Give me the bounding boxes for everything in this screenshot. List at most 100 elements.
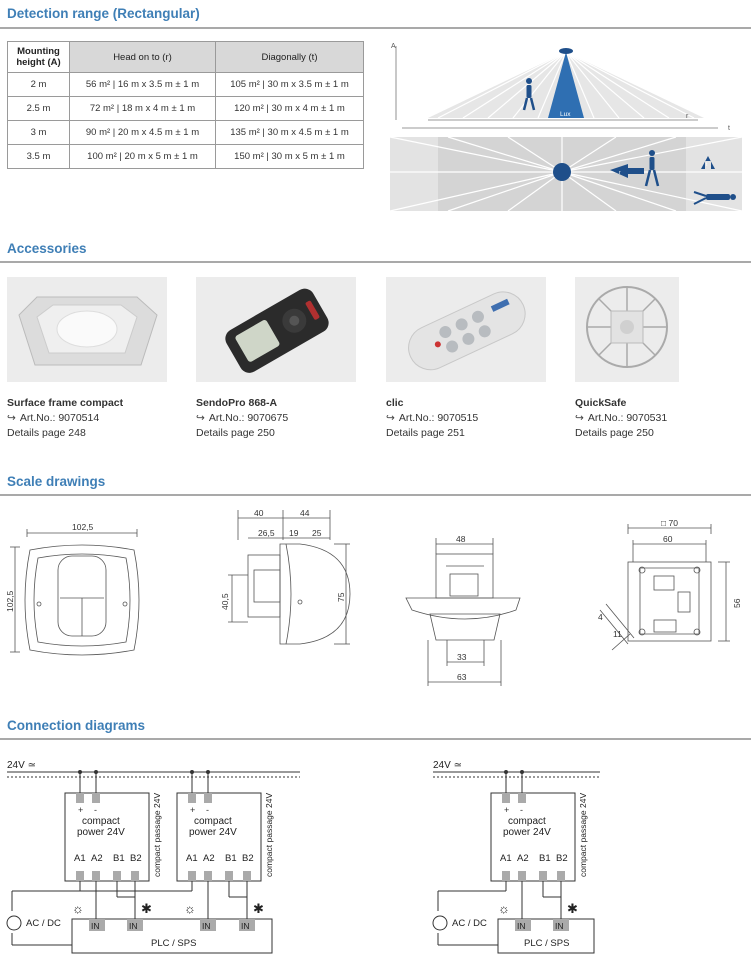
presence-icon: ✱	[567, 901, 578, 916]
module-label: power 24V	[503, 827, 551, 838]
detection-title: Detection range (Rectangular)	[7, 6, 200, 21]
dim-label: 44	[300, 508, 310, 518]
label-t: t	[728, 125, 730, 132]
table-cell: 135 m² | 30 m x 4.5 m ± 1 m	[215, 120, 364, 145]
svg-text:A2: A2	[203, 853, 215, 864]
svg-text:B2: B2	[130, 853, 142, 864]
table-cell: 150 m² | 30 m x 5 m ± 1 m	[215, 144, 364, 169]
label-r: r	[686, 113, 689, 120]
table-cell: 90 m² | 20 m x 4.5 m ± 1 m	[69, 120, 216, 145]
svg-text:t: t	[706, 162, 708, 168]
presence-icon: ✱	[253, 901, 264, 916]
svg-text:IN: IN	[129, 921, 138, 931]
accessory-art-number: ↪Art.No.: 9070675	[196, 412, 289, 424]
sendopro-image	[196, 277, 356, 382]
table-row: 2 m 56 m² | 16 m x 3.5 m ± 1 m 105 m² | …	[7, 72, 364, 97]
arrow-return-icon: ↪	[196, 412, 205, 424]
accessory-item: QuickSafe ↪Art.No.: 9070531 Details page…	[575, 277, 751, 439]
svg-text:+: +	[190, 805, 195, 815]
presence-icon: ✱	[141, 901, 152, 916]
module-label: compact	[508, 816, 546, 827]
table-cell: 100 m² | 20 m x 5 m ± 1 m	[69, 144, 216, 169]
accessory-item: Surface frame compact ↪Art.No.: 9070514 …	[7, 277, 187, 439]
table-cell: 2 m	[7, 72, 70, 97]
surface-frame-image	[7, 277, 167, 382]
dim-label: 40,5	[220, 593, 230, 610]
connection-diagrams: 24V ≃ + - compact power 24V A1 A2 B1 B2 …	[6, 760, 600, 954]
light-icon: ☼	[184, 901, 196, 916]
table-cell: 105 m² | 30 m x 3.5 m ± 1 m	[215, 72, 364, 97]
dim-label: 48	[456, 534, 466, 544]
label-lux: Lux	[560, 111, 571, 118]
scale-drawings: 102,5 102,5 40 44 26,5 19 25 40,5 75 48 …	[5, 508, 742, 686]
svg-text:A1: A1	[74, 853, 86, 864]
table-cell: 3.5 m	[7, 144, 70, 169]
accessory-details: Details page 250	[196, 427, 275, 439]
plc-label: PLC / SPS	[524, 938, 569, 949]
svg-text:B2: B2	[556, 853, 568, 864]
module-label: compact	[82, 816, 120, 827]
svg-text:+: +	[78, 805, 83, 815]
detection-diagram: A Lux r t r t	[389, 43, 743, 212]
clic-remote-image	[386, 277, 546, 382]
svg-text:-: -	[520, 805, 523, 815]
accessory-details: Details page 250	[575, 427, 654, 439]
svg-text:B1: B1	[225, 853, 237, 864]
svg-text:B1: B1	[113, 853, 125, 864]
svg-text:IN: IN	[202, 921, 211, 931]
svg-text:B2: B2	[242, 853, 254, 864]
svg-text:r: r	[619, 170, 621, 176]
svg-text:A1: A1	[186, 853, 198, 864]
accessory-art-number: ↪Art.No.: 9070531	[575, 412, 668, 424]
svg-text:-: -	[94, 805, 97, 815]
dim-label: 26,5	[258, 528, 275, 538]
acdc-label: AC / DC	[26, 918, 61, 929]
svg-text:IN: IN	[241, 921, 250, 931]
section-divider	[0, 27, 751, 29]
drawing-side-view	[228, 510, 351, 645]
dim-label: 56	[732, 598, 742, 608]
svg-text:IN: IN	[517, 921, 526, 931]
plc-label: PLC / SPS	[151, 938, 196, 949]
arrow-return-icon: ↪	[7, 412, 16, 424]
lux-beam	[548, 52, 584, 118]
table-row: 3 m 90 m² | 20 m x 4.5 m ± 1 m 135 m² | …	[7, 120, 364, 145]
accessory-details: Details page 251	[386, 427, 465, 439]
side-rays	[437, 51, 695, 119]
section-divider	[0, 738, 751, 740]
accessory-name: Surface frame compact	[7, 397, 124, 409]
dim-label: □ 70	[661, 518, 678, 528]
dim-label: 40	[254, 508, 264, 518]
dim-label: 102,5	[5, 590, 15, 612]
light-icon: ☼	[72, 901, 84, 916]
section-divider	[0, 261, 751, 263]
section-divider	[0, 494, 751, 496]
table-cell: 72 m² | 18 m x 4 m ± 1 m	[69, 96, 216, 121]
header-diagonally: Diagonally (t)	[215, 41, 364, 73]
accessory-item: clic ↪Art.No.: 9070515 Details page 251	[386, 277, 566, 439]
drawing-front-view	[10, 529, 140, 656]
svg-text:A1: A1	[500, 853, 512, 864]
side-label: compact passage 24V	[152, 793, 162, 877]
accessories-title: Accessories	[7, 241, 87, 256]
sensor-dot	[553, 163, 571, 181]
accessory-name: SendoPro 868-A	[196, 397, 278, 409]
table-cell: 56 m² | 16 m x 3.5 m ± 1 m	[69, 72, 216, 97]
dim-label: 60	[663, 534, 673, 544]
module-label: power 24V	[189, 827, 237, 838]
table-cell: 2.5 m	[7, 96, 70, 121]
quicksafe-image	[575, 277, 679, 382]
accessory-name: QuickSafe	[575, 397, 627, 409]
accessory-item: SendoPro 868-A ↪Art.No.: 9070675 Details…	[196, 277, 376, 439]
dim-label: 75	[336, 592, 346, 602]
svg-text:IN: IN	[555, 921, 564, 931]
lying-person-icon	[693, 191, 736, 205]
arrow-return-icon: ↪	[575, 412, 584, 424]
label-a: A	[391, 43, 396, 50]
connection-diagram-double: 24V ≃ + - compact power 24V A1 A2 B1 B2 …	[6, 760, 300, 954]
dim-label: 102,5	[72, 522, 94, 532]
module-label: power 24V	[77, 827, 125, 838]
acdc-label: AC / DC	[452, 918, 487, 929]
